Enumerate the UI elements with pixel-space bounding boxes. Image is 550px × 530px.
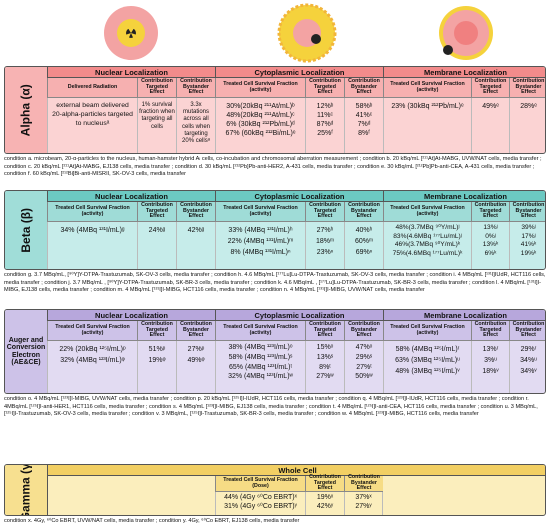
beta-nuc-targeted-header: Contribution Targeted Effect bbox=[137, 202, 176, 222]
beta-nuc-treated-header: Treated Cell Survival Fraction (activity… bbox=[47, 202, 137, 222]
gamma-panel: Gamma (γ) Whole Cell Treated Cell Surviv… bbox=[4, 464, 546, 516]
beta-conditions: condition g. 3.7 MBq/mL, [⁹⁰Y]Y-DTPA-Tra… bbox=[4, 272, 546, 294]
gamma-conditions: condition x. 4Gy, ⁶⁰Co EBRT, UVW/NAT cel… bbox=[4, 518, 300, 524]
auger-conditions: condition o. 4 MBq/mL [¹²³I]I-MIBG, UVW/… bbox=[4, 396, 538, 418]
beta-nuclear-bystander: 42%ᵍ bbox=[176, 222, 215, 269]
alpha-memb-bystander: 28%ᵉ bbox=[509, 98, 545, 153]
beta-memb-bystander-header: Contribution Bystander Effect bbox=[509, 202, 545, 222]
alpha-membrane-header: Membrane Localization bbox=[383, 67, 545, 78]
cytoplasmic-cell-icon bbox=[277, 3, 337, 63]
auger-membrane-header: Membrane Localization bbox=[383, 310, 545, 321]
alpha-nuc-targeted-header: Contribution Targeted Effect bbox=[137, 78, 176, 98]
gamma-bystander-header: Contribution Bystander Effect bbox=[344, 474, 383, 492]
alpha-label: Alpha (α) bbox=[5, 67, 48, 153]
beta-membrane-header: Membrane Localization bbox=[383, 191, 545, 202]
gamma-treated-header: Treated Cell Survival Fraction (Dose) bbox=[215, 476, 305, 492]
auger-cyto-treated-header: Treated Cell Survival Fraction (activity… bbox=[215, 321, 305, 341]
alpha-cyto-treated-header: Treated Cell Survival Fraction (activity… bbox=[215, 78, 305, 98]
alpha-cyto-targeted-header: Contribution Targeted Effect bbox=[305, 78, 344, 98]
alpha-nuclear-header: Nuclear Localization bbox=[47, 67, 215, 78]
alpha-memb-treated-header: Treated Cell Survival Fraction (activity… bbox=[383, 78, 471, 98]
beta-cyto-targeted-header: Contribution Targeted Effect bbox=[305, 202, 344, 222]
alpha-nuclear-treated: external beam delivered 20-alpha-particl… bbox=[47, 98, 137, 153]
beta-cyto-header: Cytoplasmic Localization bbox=[215, 191, 383, 202]
cell-illustrations bbox=[104, 3, 493, 63]
membrane-cell-icon bbox=[439, 6, 493, 60]
beta-memb-targeted-header: Contribution Targeted Effect bbox=[471, 202, 509, 222]
beta-nuclear-treated: 34% (4MBq ¹³¹I/mL)ᵍ bbox=[47, 222, 137, 269]
gamma-whole-cell-header: Whole Cell bbox=[47, 465, 545, 476]
beta-nuclear-targeted: 24%ᵍ bbox=[137, 222, 176, 269]
auger-cyto-targeted-header: Contribution Targeted Effect bbox=[305, 321, 344, 341]
alpha-memb-treated: 23% (30kBq ²¹²Pb/mL)ᵉ bbox=[383, 98, 471, 153]
auger-nuclear-header: Nuclear Localization bbox=[47, 310, 215, 321]
auger-memb-treated-header: Treated Cell Survival Fraction (activity… bbox=[383, 321, 471, 341]
gamma-label: Gamma (γ) bbox=[5, 465, 48, 515]
beta-cyto-treated-header: Treated Cell Survival Fraction (activity… bbox=[215, 202, 305, 222]
beta-memb-treated-header: Treated Cell Survival Fraction (activity… bbox=[383, 202, 471, 222]
auger-nuc-targeted-header: Contribution Targeted Effect bbox=[137, 321, 176, 341]
auger-nuc-treated-header: Treated Cell Survival Fraction (activity… bbox=[47, 321, 137, 341]
beta-nuclear-header: Nuclear Localization bbox=[47, 191, 215, 202]
alpha-nuclear-targeted: 1% survival fraction when targeting all … bbox=[137, 98, 176, 153]
alpha-memb-targeted-header: Contribution Targeted Effect bbox=[471, 78, 509, 98]
alpha-cyto-header: Cytoplasmic Localization bbox=[215, 67, 383, 78]
alpha-memb-bystander-header: Contribution Bystander Effect bbox=[509, 78, 545, 98]
gamma-targeted-header: Contribution Targeted Effect bbox=[305, 474, 344, 492]
alpha-memb-targeted: 49%ᵉ bbox=[471, 98, 509, 153]
alpha-nuc-treated-header: Delivered Radiation bbox=[47, 78, 137, 98]
beta-panel: Beta (β) Nuclear Localization Cytoplasmi… bbox=[4, 190, 546, 270]
beta-nuc-bystander-header: Contribution Bystander Effect bbox=[176, 202, 215, 222]
alpha-cyto-bystander-header: Contribution Bystander Effect bbox=[344, 78, 383, 98]
alpha-panel: Alpha (α) Nuclear Localization Cytoplasm… bbox=[4, 66, 546, 154]
beta-label: Beta (β) bbox=[5, 191, 48, 269]
alpha-conditions: condition a. microbeam, 20-α-particles t… bbox=[4, 156, 542, 178]
auger-nuc-bystander-header: Contribution Bystander Effect bbox=[176, 321, 215, 341]
auger-label: Auger and Conversion Electron (AE&CE) bbox=[5, 310, 48, 393]
alpha-nuc-bystander-header: Contribution Bystander Effect bbox=[176, 78, 215, 98]
auger-memb-bystander-header: Contribution Bystander Effect bbox=[509, 321, 545, 341]
auger-panel: Auger and Conversion Electron (AE&CE) Nu… bbox=[4, 309, 546, 394]
auger-memb-targeted-header: Contribution Targeted Effect bbox=[471, 321, 509, 341]
auger-cyto-header: Cytoplasmic Localization bbox=[215, 310, 383, 321]
auger-cyto-bystander-header: Contribution Bystander Effect bbox=[344, 321, 383, 341]
beta-cyto-bystander-header: Contribution Bystander Effect bbox=[344, 202, 383, 222]
nuclear-cell-icon bbox=[104, 6, 158, 60]
alpha-nuclear-bystander: 3.3x mutations across all cells when tar… bbox=[176, 98, 215, 153]
